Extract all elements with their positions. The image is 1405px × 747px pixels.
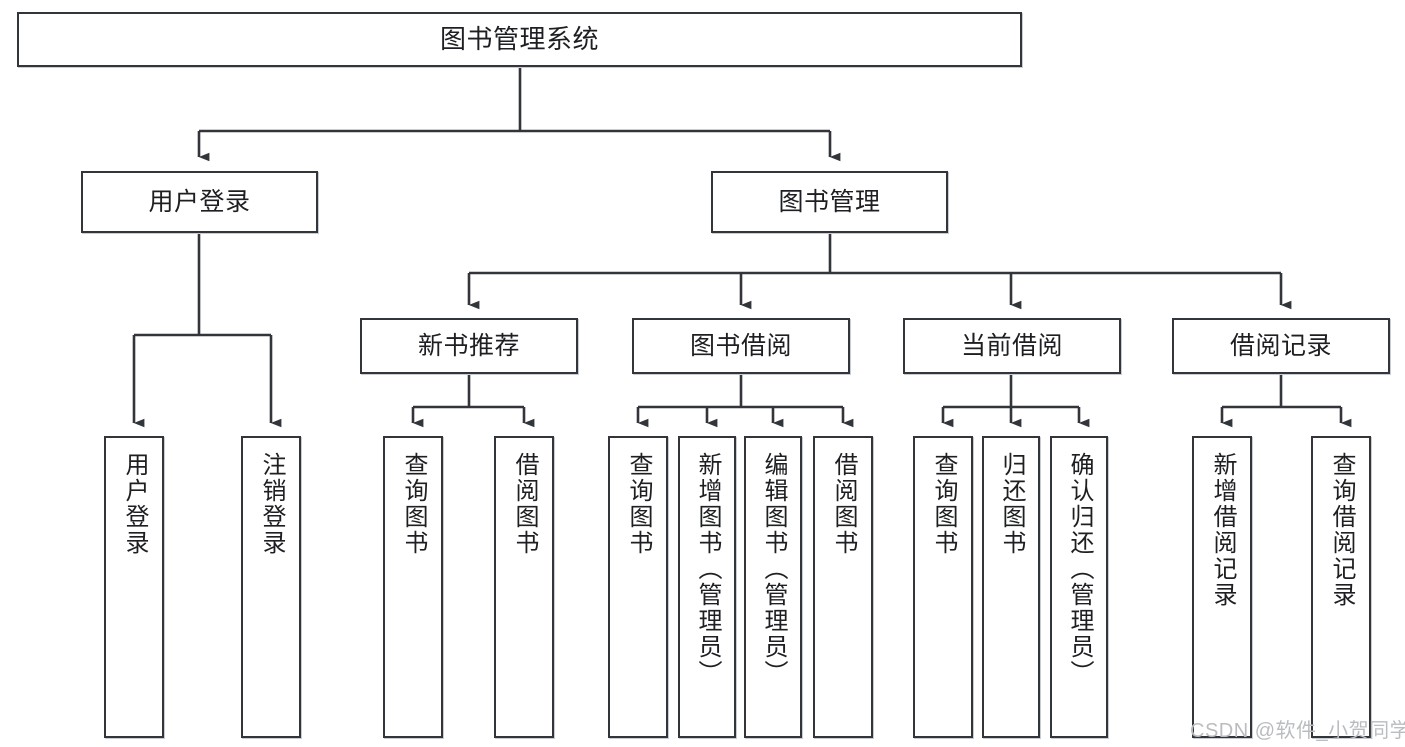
node-label: 借阅图书: [830, 452, 857, 556]
leaf-add-borrow-record[interactable]: 新增借阅记录: [1192, 436, 1252, 738]
node-label: 图书借阅: [689, 331, 792, 360]
leaf-edit-book-admin[interactable]: 编辑图书（管理员）: [744, 436, 802, 738]
node-current-borrow[interactable]: 当前借阅: [903, 318, 1121, 374]
leaf-query-borrow-record[interactable]: 查询借阅记录: [1311, 436, 1371, 738]
node-root-book-management-system[interactable]: 图书管理系统: [17, 12, 1022, 67]
node-label: 新增借阅记录: [1209, 452, 1236, 608]
leaf-user-login[interactable]: 用户登录: [104, 436, 164, 738]
node-user-login[interactable]: 用户登录: [81, 171, 318, 233]
node-label: 归还图书: [998, 452, 1025, 556]
leaf-borrow-book[interactable]: 借阅图书: [813, 436, 873, 738]
node-label: 注销登录: [258, 452, 285, 556]
node-label: 用户登录: [148, 187, 251, 216]
node-label: 编辑图书（管理员）: [760, 452, 787, 686]
node-label: 查询图书: [400, 452, 427, 556]
leaf-return-book[interactable]: 归还图书: [982, 436, 1040, 738]
node-label: 查询图书: [930, 452, 957, 556]
node-label: 借阅记录: [1229, 331, 1332, 360]
node-label: 用户登录: [121, 452, 148, 556]
node-label: 确认归还（管理员）: [1066, 452, 1093, 686]
node-label: 新增图书（管理员）: [694, 452, 721, 686]
leaf-query-book-current[interactable]: 查询图书: [913, 436, 973, 738]
node-new-book-recommend[interactable]: 新书推荐: [360, 318, 578, 374]
leaf-logout[interactable]: 注销登录: [241, 436, 301, 738]
node-label: 查询借阅记录: [1328, 452, 1355, 608]
node-label: 图书管理系统: [439, 24, 599, 55]
leaf-add-book-admin[interactable]: 新增图书（管理员）: [678, 436, 736, 738]
leaf-query-book-recommend[interactable]: 查询图书: [383, 436, 443, 738]
node-book-management[interactable]: 图书管理: [711, 171, 948, 233]
leaf-query-book-borrow[interactable]: 查询图书: [608, 436, 668, 738]
node-label: 新书推荐: [417, 331, 520, 360]
node-label: 借阅图书: [511, 452, 538, 556]
leaf-borrow-book-recommend[interactable]: 借阅图书: [494, 436, 554, 738]
node-label: 当前借阅: [960, 331, 1063, 360]
csdn-watermark: CSDN @软件_小贺同学: [1190, 720, 1405, 742]
leaf-confirm-return-admin[interactable]: 确认归还（管理员）: [1050, 436, 1108, 738]
node-borrow-record[interactable]: 借阅记录: [1172, 318, 1390, 374]
node-label: 图书管理: [778, 187, 881, 216]
node-book-borrow[interactable]: 图书借阅: [632, 318, 850, 374]
node-label: 查询图书: [625, 452, 652, 556]
